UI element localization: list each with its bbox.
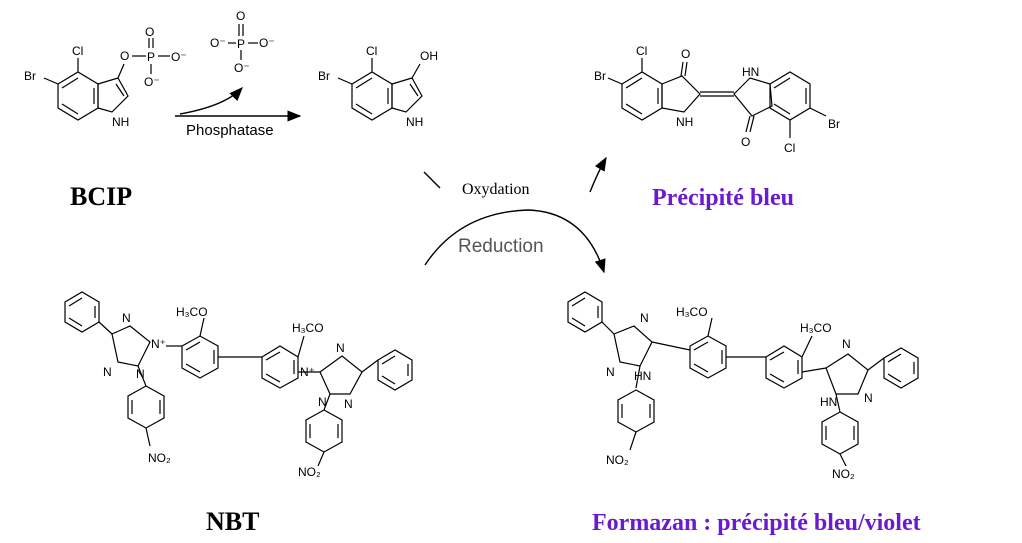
- nbt-no2-left: NO₂: [148, 451, 171, 465]
- reduction-arrow: [424, 209, 606, 274]
- indigo-cl-right: Cl: [784, 141, 795, 155]
- phosphate-release-arrow: [179, 86, 243, 115]
- formazan-no2-left: NO₂: [606, 453, 629, 467]
- formazan-n3-right: N: [864, 391, 873, 405]
- bcip-br-atom: Br: [24, 69, 36, 83]
- indoxyl-cl-atom: Cl: [366, 44, 377, 58]
- nbt-nplus-right: N⁺: [300, 365, 315, 379]
- precipitate-label: Précipité bleu: [652, 185, 794, 211]
- indoxyl-nh-atom: NH: [406, 115, 423, 129]
- nbt-n4-right: N: [318, 395, 327, 409]
- phosphate-phosphorus: P: [237, 37, 245, 51]
- formazan-molecule: N N HN NO₂ H₃CO H₃CO N N HN: [567, 291, 919, 481]
- oxidation-arrow: [589, 156, 607, 193]
- phosphatase-label: Phosphatase: [186, 122, 274, 139]
- formazan-n1-right: N: [842, 337, 851, 351]
- oxidation-tail: [423, 171, 441, 189]
- bcip-molecule: Cl Br NH O P O O⁻ O⁻: [24, 25, 187, 129]
- formazan-label: Formazan : précipité bleu/violet: [592, 510, 921, 536]
- bcip-p-ominus-right: O⁻: [171, 50, 187, 64]
- bcip-cl-atom: Cl: [72, 44, 83, 58]
- bcip-p-ominus-bottom: O⁻: [144, 75, 160, 89]
- nbt-h3co-left: H₃CO: [176, 305, 208, 319]
- phosphate-ominus-bottom: O⁻: [234, 61, 250, 75]
- oxidation-step: Oxydation: [423, 156, 607, 198]
- nbt-no2-right: NO₂: [298, 465, 321, 479]
- nbt-label: NBT: [206, 507, 259, 536]
- formazan-hn-right: HN: [820, 395, 837, 409]
- formazan-h3co-right: H₃CO: [800, 321, 832, 335]
- nbt-n4-left: N: [136, 367, 145, 381]
- phosphate-oxo: O: [236, 9, 245, 23]
- phosphate-ominus-right: O⁻: [259, 36, 275, 50]
- reduction-step: Reduction: [424, 209, 606, 274]
- indigo-br-left: Br: [594, 69, 606, 83]
- indigo-br-right: Br: [828, 117, 840, 131]
- nbt-n1-right: N: [336, 341, 345, 355]
- indigo-nh-left: NH: [676, 115, 693, 129]
- indoxyl-oh-atom: OH: [420, 49, 438, 63]
- indigo-precipitate-molecule: Cl Br NH O HN O Cl Br: [594, 44, 840, 155]
- formazan-h3co-left: H₃CO: [676, 305, 708, 319]
- phosphate-ion: O⁻ P O O⁻ O⁻: [210, 9, 275, 75]
- bcip-phosphorus: P: [147, 50, 155, 64]
- bcip-ester-o: O: [120, 49, 129, 63]
- nbt-n3-right: N: [344, 397, 353, 411]
- bcip-label: BCIP: [70, 182, 132, 211]
- nbt-nplus-left: N⁺: [151, 337, 166, 351]
- indoxyl-br-atom: Br: [318, 69, 330, 83]
- nbt-n3-left: N: [103, 365, 112, 379]
- formazan-n3-left: N: [606, 365, 615, 379]
- nbt-molecule: N N⁺ N N NO₂ H₃CO H₃CO N⁺ N N N: [64, 291, 413, 479]
- indigo-oxo-right: O: [741, 135, 750, 149]
- formazan-n1-left: N: [640, 311, 649, 325]
- nbt-n1-left: N: [122, 311, 131, 325]
- indigo-hn-right: HN: [742, 65, 759, 79]
- formazan-hn-left: HN: [634, 369, 651, 383]
- indigo-oxo-left: O: [681, 47, 690, 61]
- indigo-cl-left: Cl: [636, 44, 647, 58]
- indoxyl-molecule: Cl Br NH OH: [318, 44, 438, 129]
- bcip-p-oxo: O: [145, 25, 154, 39]
- phosphatase-step: Phosphatase: [175, 86, 302, 139]
- formazan-no2-right: NO₂: [832, 467, 855, 481]
- nbt-h3co-right: H₃CO: [292, 321, 324, 335]
- bcip-nh-atom: NH: [112, 115, 129, 129]
- reduction-label: Reduction: [458, 236, 544, 257]
- oxidation-label: Oxydation: [462, 181, 530, 198]
- phosphate-ominus-left: O⁻: [210, 36, 226, 50]
